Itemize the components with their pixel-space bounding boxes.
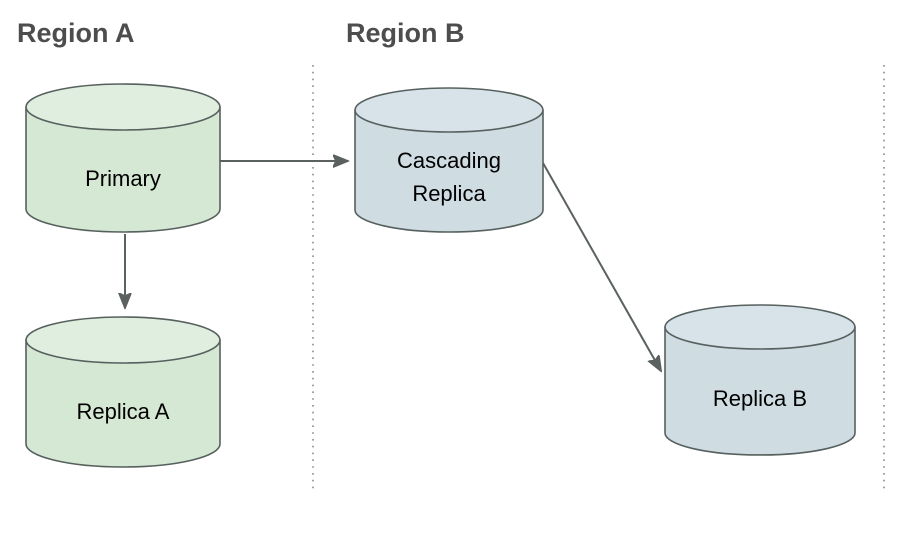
primary-cylinder-body: [25, 106, 221, 233]
replica-a-label: Replica A: [77, 399, 170, 424]
cascading-replica-cylinder-top: [354, 87, 544, 133]
replica-a-cylinder-body: [25, 339, 221, 468]
primary-label: Primary: [85, 166, 161, 191]
node-cascading-replica[interactable]: Cascading Replica: [354, 87, 544, 233]
primary-cylinder-top: [25, 83, 221, 131]
replica-b-cylinder-top: [664, 304, 856, 350]
edges: [125, 161, 661, 371]
replica-b-label: Replica B: [713, 386, 807, 411]
edge-cascading-replica-to-replica-b: [542, 162, 661, 371]
cascading-replica-label-line2: Replica: [412, 181, 486, 206]
node-replica-a[interactable]: Replica A: [25, 316, 221, 468]
region-b-title: Region B: [346, 18, 465, 48]
node-primary[interactable]: Primary: [25, 83, 221, 233]
cascading-replica-label-line1: Cascading: [397, 148, 501, 173]
replica-a-cylinder-top: [25, 316, 221, 364]
replica-b-cylinder-body: [664, 326, 856, 456]
region-a-title: Region A: [17, 18, 135, 48]
node-replica-b[interactable]: Replica B: [664, 304, 856, 456]
cascading-replica-cylinder-body: [354, 109, 544, 233]
